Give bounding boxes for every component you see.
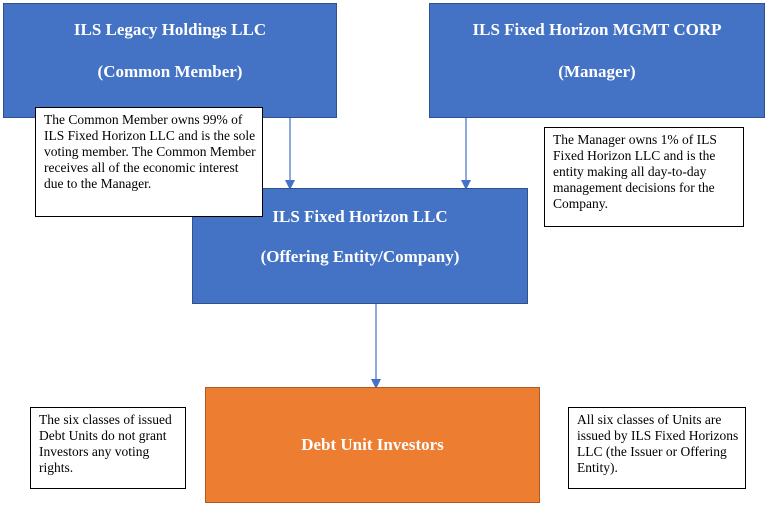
manager-name: ILS Fixed Horizon MGMT CORP bbox=[472, 20, 722, 39]
company-name: ILS Fixed Horizon LLC bbox=[272, 207, 448, 226]
company-role: (Offering Entity/Company) bbox=[260, 247, 460, 266]
common-member-name: ILS Legacy Holdings LLC bbox=[73, 20, 267, 39]
investors-label: Debt Unit Investors bbox=[301, 435, 444, 454]
manager-box: ILS Fixed Horizon MGMT CORP (Manager) bbox=[429, 3, 765, 118]
issuance-note: All six classes of Units are issued by I… bbox=[568, 407, 746, 489]
common-member-role: (Common Member) bbox=[97, 62, 243, 81]
common-member-note: The Common Member owns 99% of ILS Fixed … bbox=[35, 107, 263, 217]
manager-role: (Manager) bbox=[558, 62, 636, 81]
investors-box: Debt Unit Investors bbox=[205, 387, 540, 503]
manager-note: The Manager owns 1% of ILS Fixed Horizon… bbox=[544, 127, 744, 227]
voting-rights-note: The six classes of issued Debt Units do … bbox=[30, 407, 186, 489]
common-member-box: ILS Legacy Holdings LLC (Common Member) bbox=[3, 3, 337, 118]
